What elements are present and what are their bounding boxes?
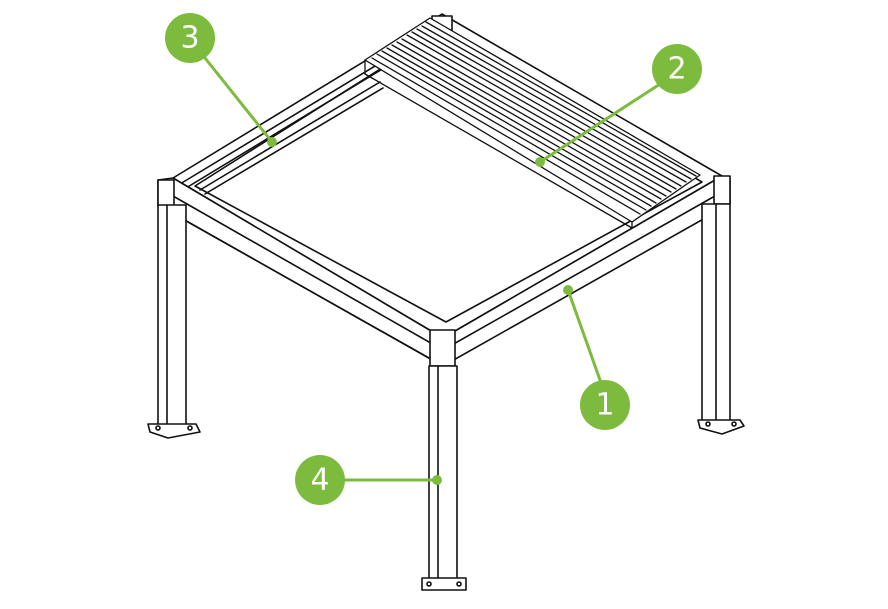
right-post — [697, 203, 745, 435]
roof-frame — [157, 13, 731, 367]
leader-lines — [203, 56, 662, 482]
front-post — [421, 365, 467, 591]
callout-3: 3 — [165, 13, 215, 63]
leader-line-1 — [566, 288, 602, 382]
leader-dot-3 — [267, 137, 277, 147]
leader-line-3 — [203, 56, 274, 144]
leader-line-2 — [538, 82, 662, 164]
callout-label-2: 2 — [667, 52, 686, 87]
callout-label-1: 1 — [595, 388, 614, 423]
callout-2: 2 — [652, 44, 702, 94]
leader-dot-4 — [432, 475, 442, 485]
leader-dots — [267, 137, 573, 485]
left-post — [147, 204, 201, 439]
louvre-stack — [364, 17, 701, 229]
callout-4: 4 — [295, 455, 345, 505]
callout-label-4: 4 — [310, 463, 329, 498]
leader-dot-2 — [535, 157, 545, 167]
callout-label-3: 3 — [180, 21, 199, 56]
callout-1: 1 — [580, 380, 630, 430]
leader-dot-1 — [563, 285, 573, 295]
